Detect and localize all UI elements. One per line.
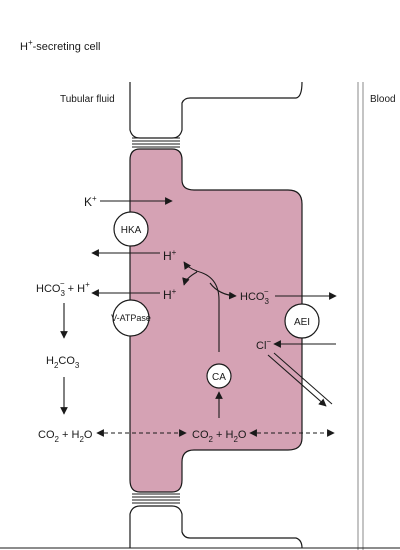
ae1-exchanger (284, 303, 320, 339)
cl-exit-arrow-second-line (273, 352, 333, 405)
ca-to-h-plus-path (195, 270, 220, 352)
h-plus-branch-arrow-up (183, 261, 198, 272)
hka-transporter (113, 211, 149, 247)
co2-h2o-left-label: CO2 + H2O (38, 429, 93, 444)
diagram-title: H+-secreting cell (20, 38, 100, 53)
lower-cell-outline (129, 505, 303, 549)
ca-label: CA (212, 372, 226, 383)
cl-exit-arrow (267, 354, 327, 407)
tight-junction-bottom (132, 493, 180, 504)
ae1-label: AEI (294, 317, 310, 328)
hco3-branch-arrow (209, 282, 237, 300)
hka-label: HKA (121, 225, 142, 236)
h-secreting-cell-body (129, 148, 303, 493)
h-plus-branch-arrow-down (182, 271, 198, 286)
tubular-fluid-label: Tubular fluid (60, 94, 115, 105)
co2-h2o-cell-label: CO2 + H2O (192, 429, 247, 444)
blood-label: Blood (370, 94, 396, 105)
k-plus-label: K+ (84, 194, 97, 209)
ca-enzyme (206, 363, 232, 389)
tight-junction-top (132, 137, 180, 148)
vatpase-label: V-ATPase (111, 313, 151, 323)
hco3-cell-label: HCO3− (240, 287, 269, 306)
vatpase-transporter (112, 299, 150, 337)
hco3-h-plus-label: HCO3− + H+ (36, 279, 90, 298)
upper-cell-outline (129, 81, 303, 139)
h2co3-label: H2CO3 (46, 355, 80, 370)
